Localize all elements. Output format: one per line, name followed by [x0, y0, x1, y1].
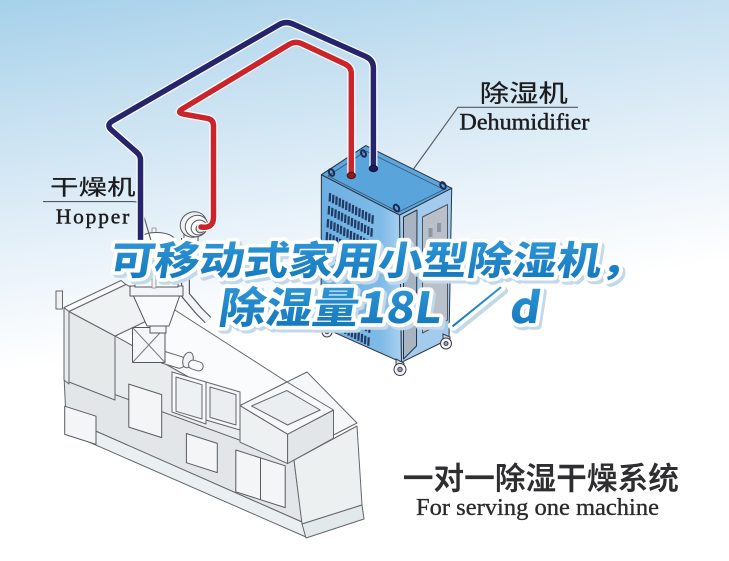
svg-text:Hopper: Hopper	[56, 205, 130, 229]
svg-text:Dehumidifier: Dehumidifier	[459, 109, 589, 134]
svg-text:For serving one machine: For serving one machine	[416, 495, 659, 521]
